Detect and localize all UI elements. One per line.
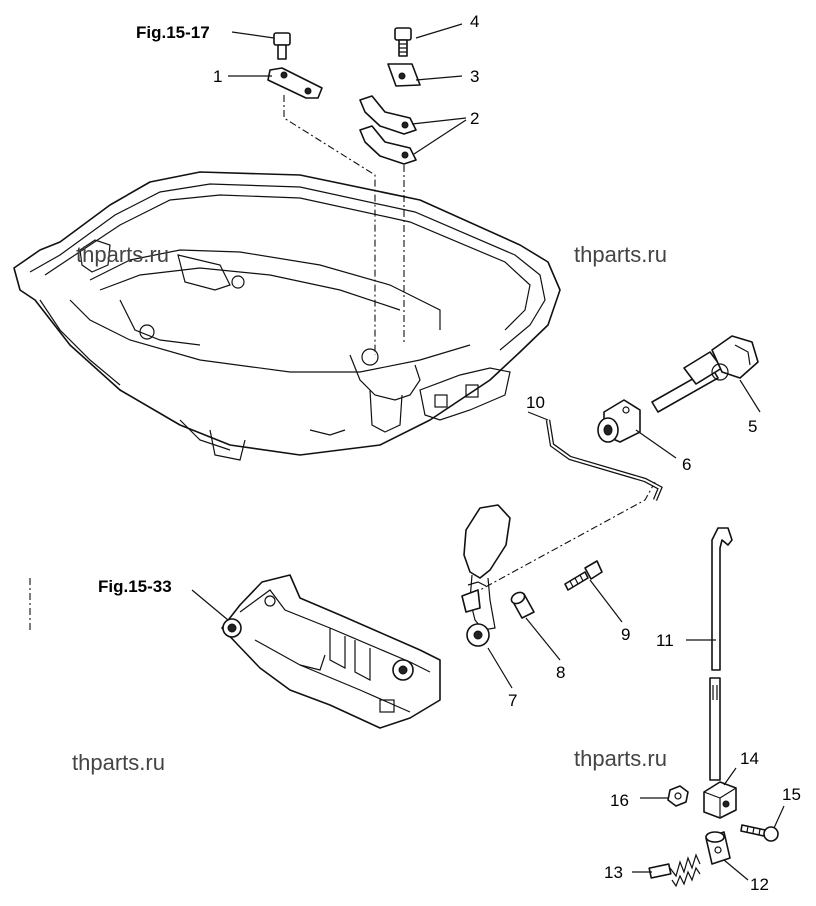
callout-15: 15 [782, 785, 801, 804]
lower-bracket [221, 574, 441, 729]
part-8-collar [510, 591, 535, 619]
callout-6: 6 [682, 455, 691, 474]
part-2-clips [359, 95, 417, 165]
fig-ref-bottom: Fig.15-33 [98, 577, 172, 596]
watermark: thparts.ru [72, 750, 165, 775]
callout-12: 12 [750, 875, 769, 894]
watermark: thparts.ru [76, 242, 169, 267]
callout-8: 8 [556, 663, 565, 682]
part-16-nut [667, 785, 689, 807]
fig-ref-top: Fig.15-17 [136, 23, 210, 42]
part-4-bolt [394, 27, 412, 57]
callout-14: 14 [740, 749, 759, 768]
callout-7: 7 [508, 691, 517, 710]
part-6-holder [597, 399, 641, 443]
watermark: thparts.ru [574, 242, 667, 267]
callout-3: 3 [470, 67, 479, 86]
callout-13: 13 [604, 863, 623, 882]
callout-16: 16 [610, 791, 629, 810]
part-3-plate [387, 63, 421, 87]
part-15-screw [740, 824, 779, 842]
part-10-rod [545, 419, 663, 501]
part-7-lever [461, 504, 511, 647]
callout-1: 1 [213, 67, 222, 86]
bottom-cowling [13, 171, 561, 461]
leader-lines [191, 23, 785, 881]
part-9-bolt [564, 560, 603, 591]
watermark: thparts.ru [574, 746, 667, 771]
callout-10: 10 [526, 393, 545, 412]
part-5-switch [651, 335, 759, 413]
callout-2: 2 [470, 109, 479, 128]
part-11-rod [709, 527, 733, 781]
alignment-lines [29, 95, 656, 630]
part-13-spring [648, 853, 701, 888]
part-14-block [703, 781, 737, 819]
part-1-bracket [267, 32, 323, 99]
callout-9: 9 [621, 625, 630, 644]
part-12-joint [705, 831, 731, 865]
callout-5: 5 [748, 417, 757, 436]
callout-4: 4 [470, 12, 479, 31]
callout-11: 11 [656, 631, 674, 650]
